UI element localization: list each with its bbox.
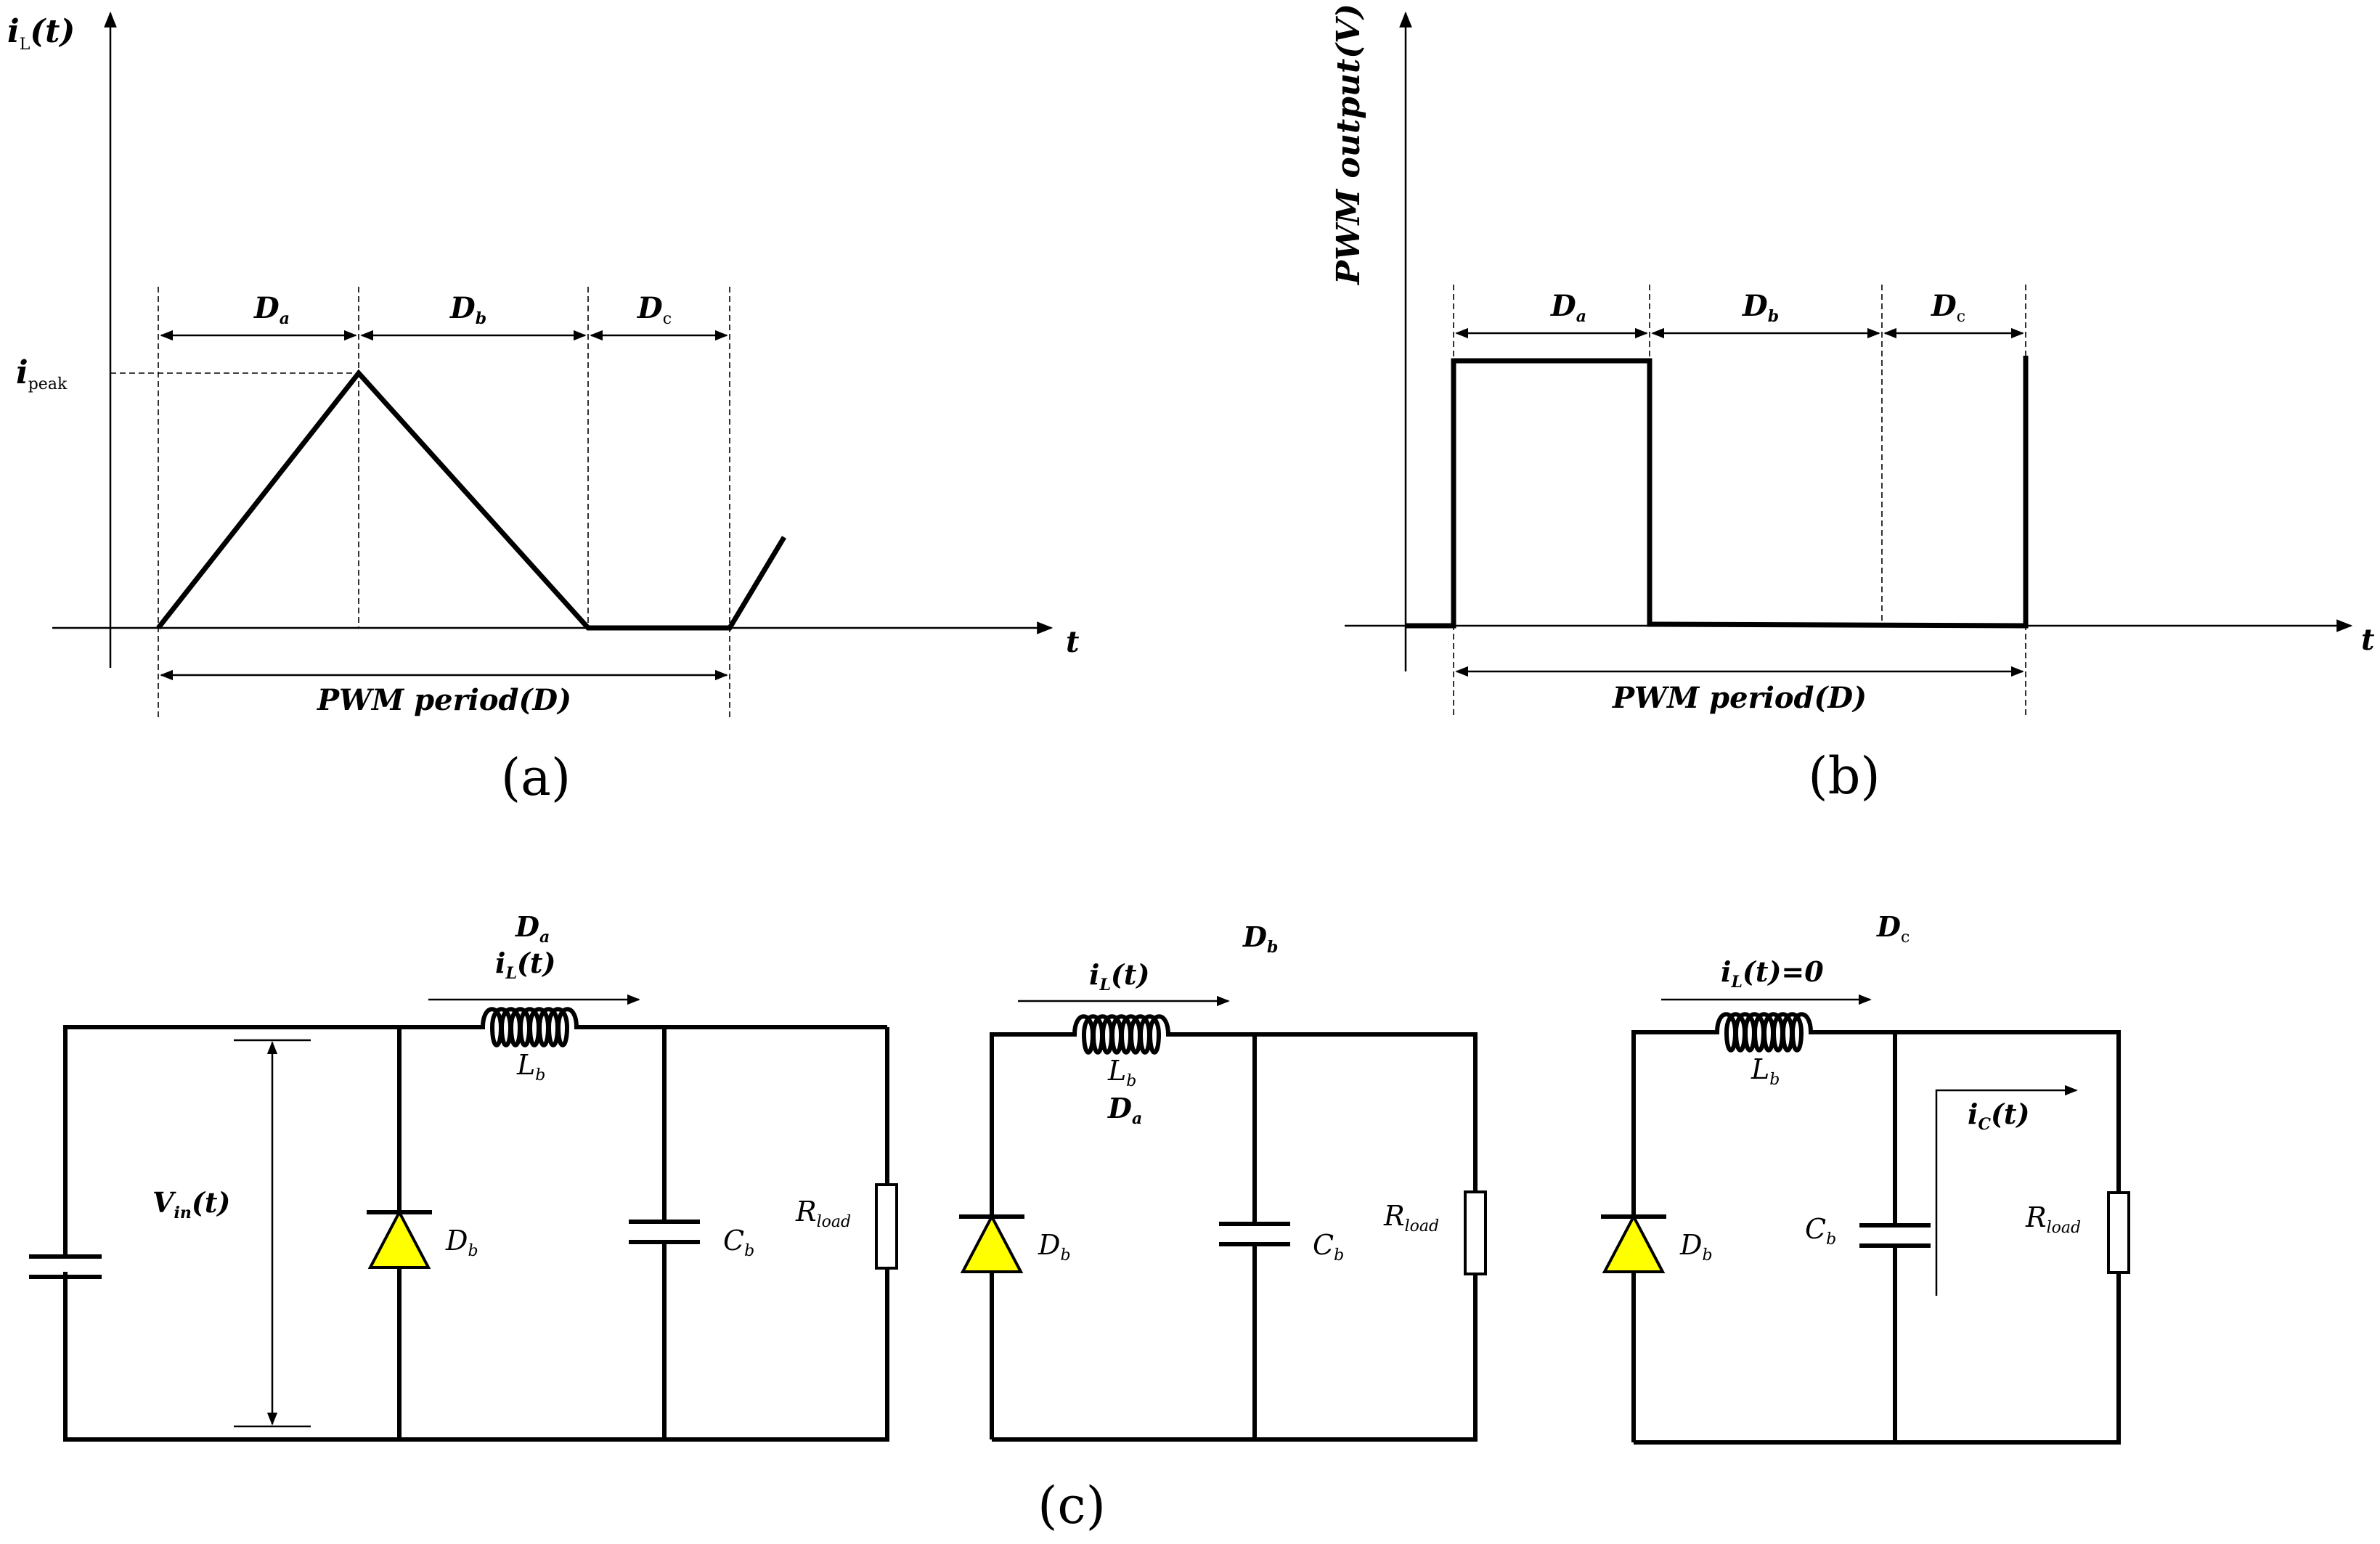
caption-b: (b) [1808,746,1880,806]
inductor [428,1007,581,1047]
period-label: PWM period(D) [317,683,571,717]
wire [63,1214,889,1442]
y-axis-label: PWM output(V) [1330,4,1367,286]
interval-label-db: Db [449,291,486,328]
panel-c: Da iL(t) Vin(t) Lb Db Cb Rload [29,910,2130,1535]
capacitor [629,1220,700,1244]
capacitor [1859,1223,1931,1248]
load-resistor [875,1183,898,1270]
wire [1173,1032,1478,1192]
capacitor-current-arrow [1935,1085,2078,1296]
peak-label: ipeak [16,354,68,393]
period-label: PWM period(D) [1612,681,1867,715]
interval-label-da: Da [253,291,290,328]
x-axis-label: t [2361,623,2375,657]
source-label: Vin(t) [152,1186,230,1222]
panel-b: PWM output(V) Da Db Dc t PWM period(D) (… [1330,4,2375,806]
wire [990,1032,1020,1439]
mode-label: Db [1242,920,1278,957]
mode-label: Da [515,910,550,947]
x-axis-label: t [1066,625,1080,659]
circuit-da: Da iL(t) Vin(t) Lb Db Cb Rload [29,910,898,1442]
wire [1634,1273,2121,1445]
inductor [1663,1012,1815,1053]
mode-label: Dc [1876,910,1910,947]
interval-label-dc: Dc [1931,289,1965,326]
caption-c: (c) [1038,1476,1106,1535]
diode-label: Db [1038,1229,1071,1265]
load-resistor [1464,1190,1487,1275]
inductor-label: Lb [1751,1053,1780,1089]
cap-current-label: iC(t) [1968,1098,2029,1134]
source-battery [29,1209,105,1307]
diode [959,1213,1024,1273]
load-resistor [2107,1191,2130,1274]
capacitor-label: Cb [1313,1229,1344,1265]
diode [367,1209,432,1269]
capacitor [1219,1222,1290,1246]
diode-label: Db [445,1225,478,1260]
wire [992,1274,1478,1442]
inductor-current-waveform [156,369,787,631]
current-label: iL(t)=0 [1721,955,1824,992]
load-label: Rload [2025,1201,2081,1237]
caption-a: (a) [501,748,571,807]
interval-label-da: Da [1550,289,1586,326]
inductor [1020,1014,1173,1055]
load-label: Rload [795,1196,851,1231]
diode-label: Db [1679,1229,1713,1265]
interval-label-dc: Dc [637,291,672,328]
current-label: iL(t) [495,947,555,983]
load-label: Rload [1383,1200,1439,1235]
wire [63,1025,428,1209]
wire [1631,1030,1663,1442]
circuit-db: Db iL(t) Lb Da Db Cb Rload [959,920,1487,1442]
wire [1815,1030,2121,1193]
capacitor-label: Cb [1805,1213,1836,1249]
inductor-label: Lb [516,1049,545,1085]
capacitor-label: Cb [723,1225,754,1260]
interval-label-db: Db [1742,289,1779,326]
circuit-dc: Dc iL(t)=0 Lb iC(t) Db Cb Rload [1601,910,2130,1445]
panel-a: iL(t) ipeak Da Db Dc t PWM period(D) (a) [7,11,1080,807]
diode [1601,1213,1666,1273]
current-label: iL(t) [1089,958,1149,994]
inductor-label: Lb [1107,1055,1136,1090]
extra-label: Da [1107,1092,1142,1128]
pwm-output-waveform [1406,356,2029,629]
y-axis-label: iL(t) [7,13,75,54]
